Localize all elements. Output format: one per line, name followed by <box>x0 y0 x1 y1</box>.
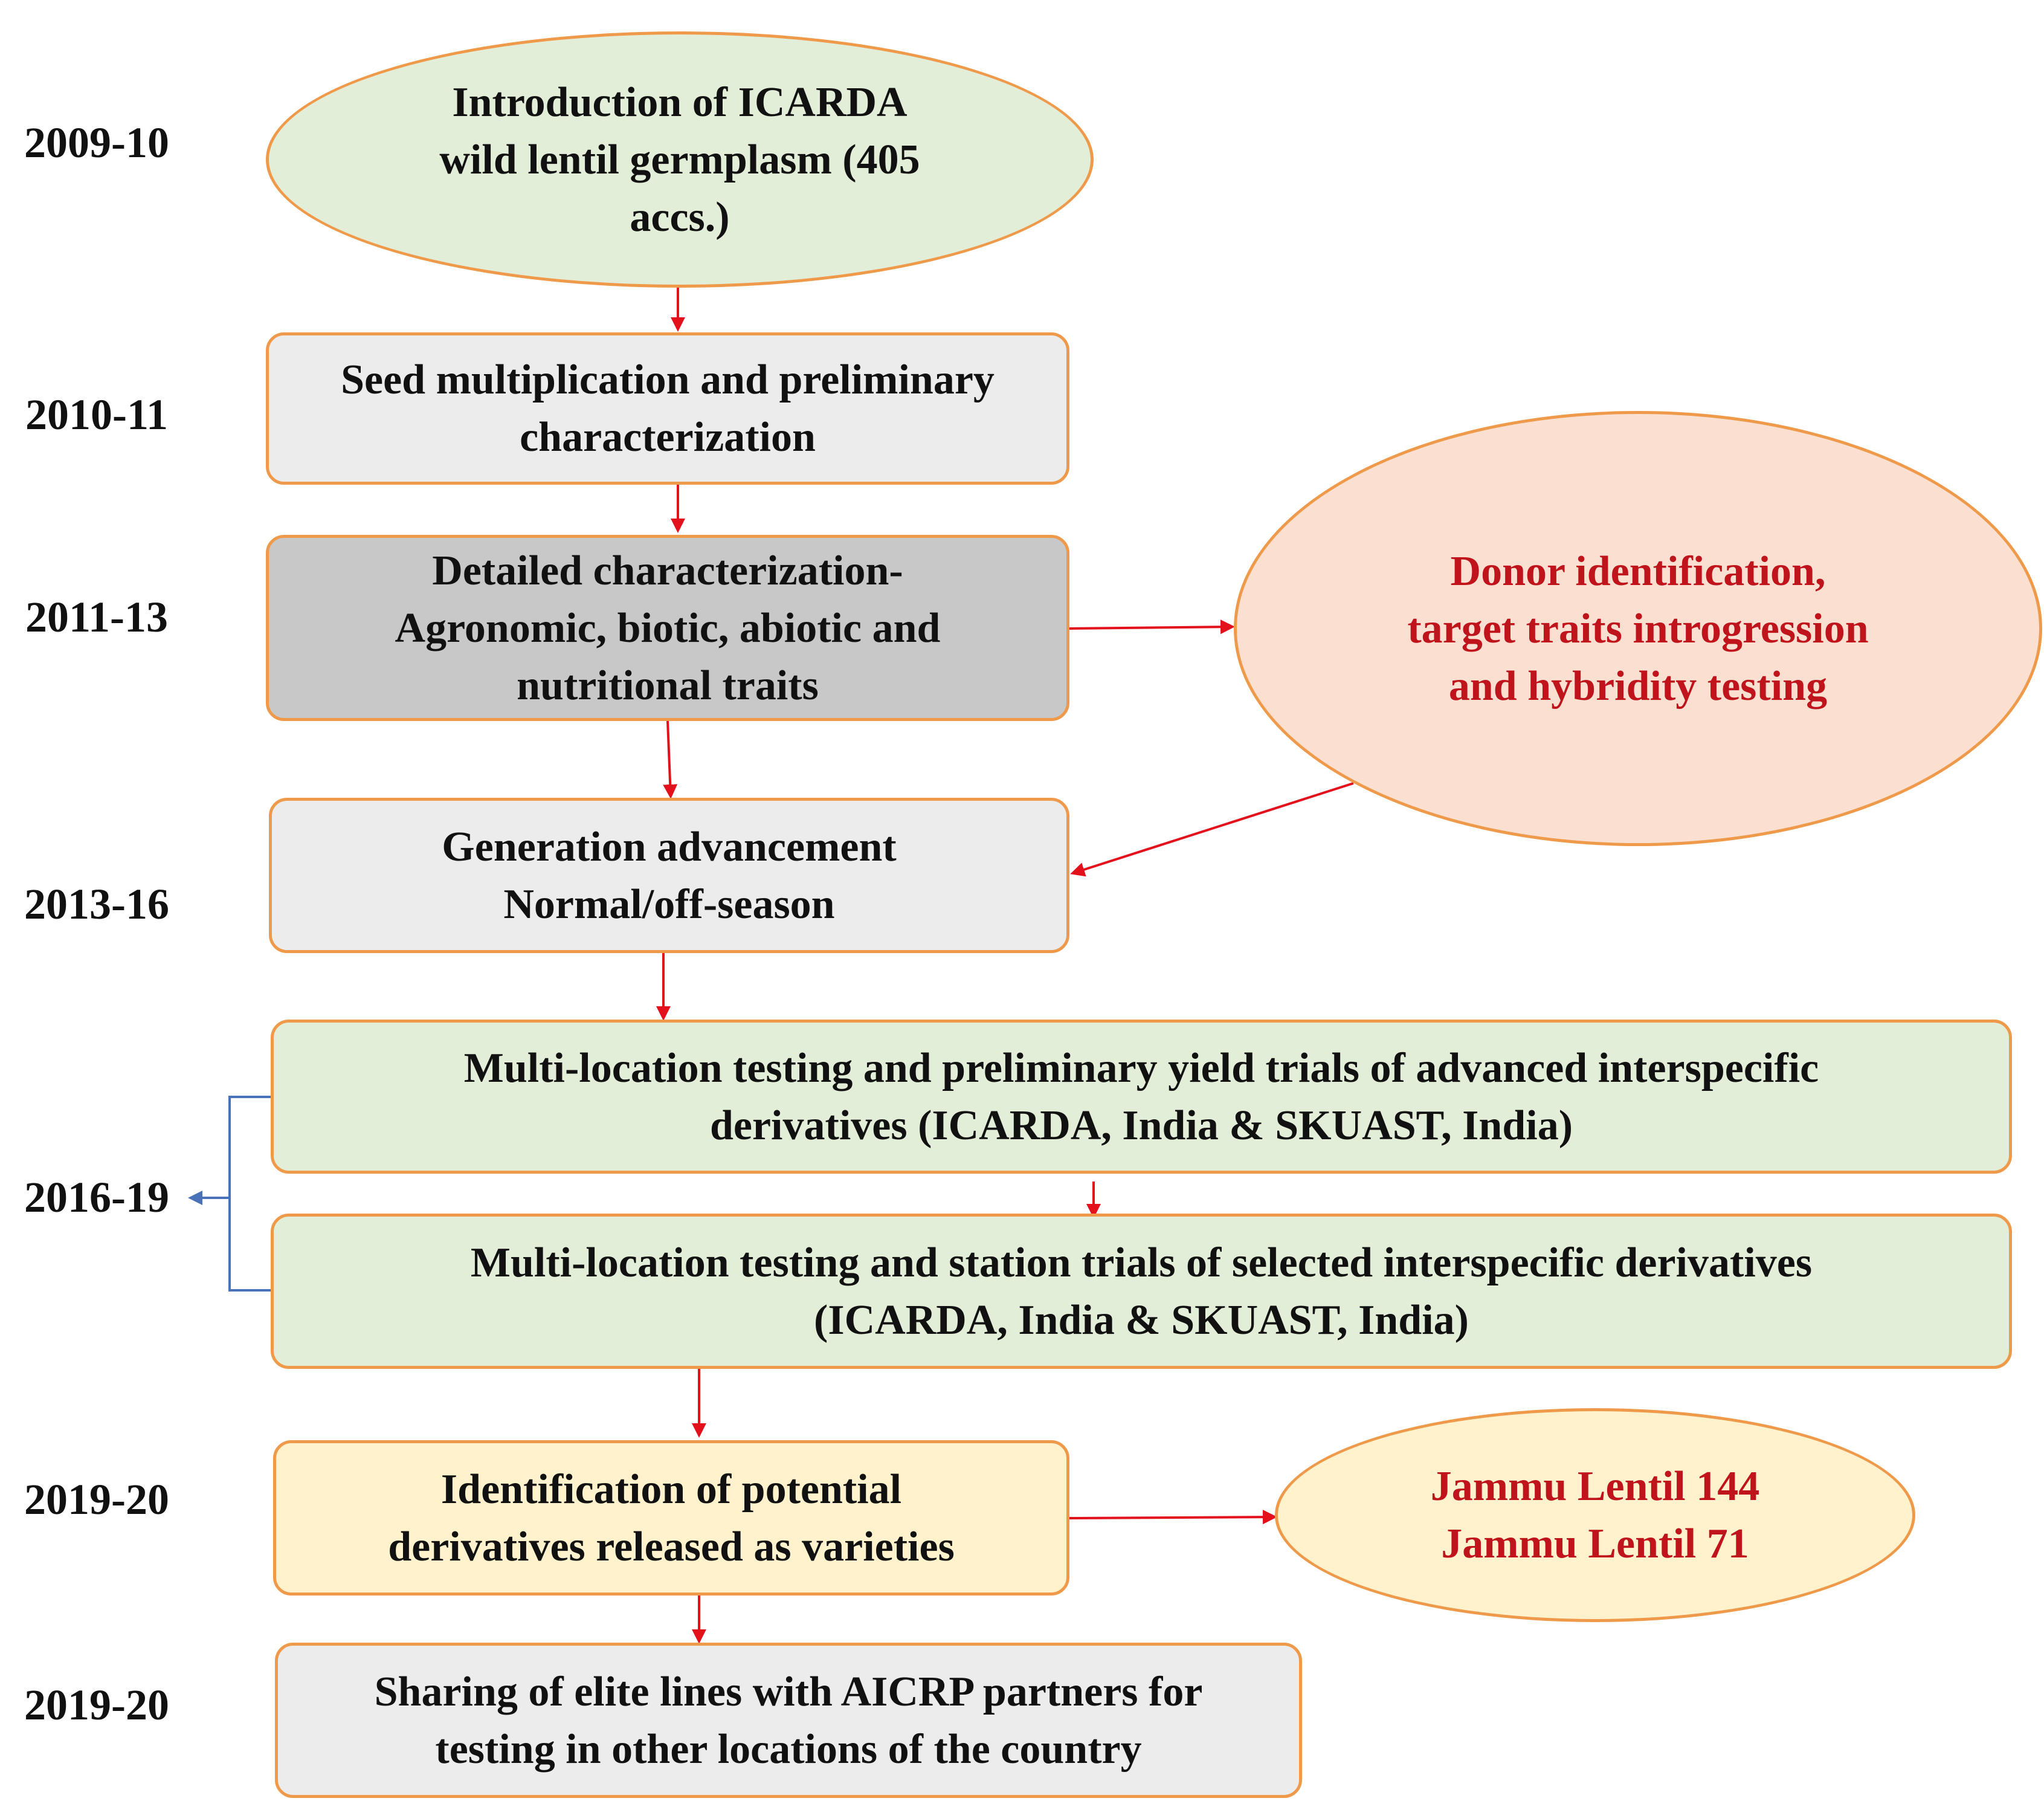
node-sharing-elite-lines-label: Sharing of elite lines with AICRP partne… <box>374 1668 1203 1773</box>
year-label-2011-13: 2011-13 <box>25 593 168 641</box>
arrow-detailed-to-generation <box>663 720 678 799</box>
node-sharing-elite-lines: Sharing of elite lines with AICRP partne… <box>275 1643 1302 1798</box>
year-label-2019-20-sharing: 2019-20 <box>24 1681 169 1729</box>
node-detailed-characterization: Detailed characterization- Agronomic, bi… <box>266 535 1069 721</box>
node-generation-advancement: Generation advancement Normal/off-season <box>269 798 1069 953</box>
node-multilocation-preliminary-label: Multi-location testing and preliminary y… <box>463 1044 1819 1149</box>
bracket-2016-19 <box>188 1096 271 1292</box>
node-detailed-characterization-label: Detailed characterization- Agronomic, bi… <box>395 547 941 709</box>
year-label-2013-16: 2013-16 <box>24 880 169 928</box>
node-released-varieties-label: Jammu Lentil 144 Jammu Lentil 71 <box>1430 1463 1760 1567</box>
arrow-identification-to-varieties <box>1069 1510 1277 1525</box>
node-released-varieties: Jammu Lentil 144 Jammu Lentil 71 <box>1275 1408 1915 1622</box>
node-multilocation-station-label: Multi-location testing and station trial… <box>470 1239 1813 1343</box>
year-label-2019-20-varieties: 2019-20 <box>24 1475 169 1524</box>
node-identification-varieties: Identification of potential derivatives … <box>273 1440 1069 1596</box>
year-label-2010-11: 2010-11 <box>25 390 168 439</box>
node-seed-multiplication: Seed multiplication and preliminary char… <box>266 332 1069 485</box>
arrow-donor-to-generation <box>1070 782 1354 877</box>
node-multilocation-station-trials: Multi-location testing and station trial… <box>271 1214 2012 1369</box>
node-multilocation-preliminary-trials: Multi-location testing and preliminary y… <box>271 1020 2012 1174</box>
node-generation-advancement-label: Generation advancement Normal/off-season <box>442 823 897 928</box>
year-label-2009-10: 2009-10 <box>24 118 169 167</box>
node-seed-multiplication-label: Seed multiplication and preliminary char… <box>341 357 995 461</box>
node-donor-identification-label: Donor identification, target traits intr… <box>1407 548 1869 710</box>
node-introduction-label: Introduction of ICARDA wild lentil germp… <box>439 79 920 241</box>
year-label-2016-19: 2016-19 <box>24 1173 169 1221</box>
node-identification-varieties-label: Identification of potential derivatives … <box>388 1466 955 1570</box>
arrow-detailed-to-donor <box>1069 619 1235 635</box>
node-introduction-germplasm: Introduction of ICARDA wild lentil germp… <box>266 31 1094 288</box>
node-donor-identification: Donor identification, target traits intr… <box>1234 411 2042 846</box>
